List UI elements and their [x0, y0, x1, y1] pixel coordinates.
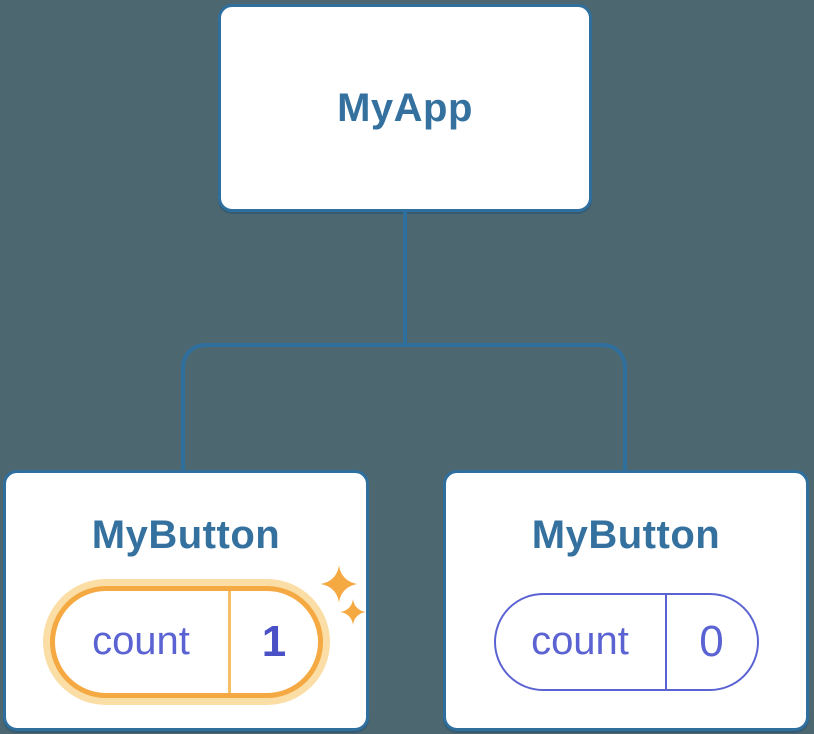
node-myapp: MyApp — [218, 4, 592, 212]
sparkle-icon — [340, 599, 366, 625]
state-pill-updated: count 1 — [49, 585, 323, 698]
node-mybutton-unchanged-label: MyButton — [531, 513, 721, 557]
node-mybutton-unchanged: MyButton count 0 — [443, 470, 809, 731]
state-value: 1 — [227, 590, 318, 693]
state-value: 0 — [664, 594, 757, 689]
node-mybutton-updated-label: MyButton — [91, 513, 281, 557]
state-key: count — [92, 619, 190, 663]
state-pill: count 0 — [493, 592, 759, 691]
sparkle-icon — [320, 565, 358, 603]
state-pill-area: count 0 — [446, 555, 806, 728]
node-mybutton-updated: MyButton count 1 — [3, 470, 369, 731]
connector-branch-bracket — [181, 343, 627, 470]
node-myapp-label: MyApp — [337, 86, 473, 130]
state-key: count — [531, 619, 629, 663]
state-pill-area: count 1 — [6, 555, 366, 728]
connector-root-line — [403, 211, 407, 345]
